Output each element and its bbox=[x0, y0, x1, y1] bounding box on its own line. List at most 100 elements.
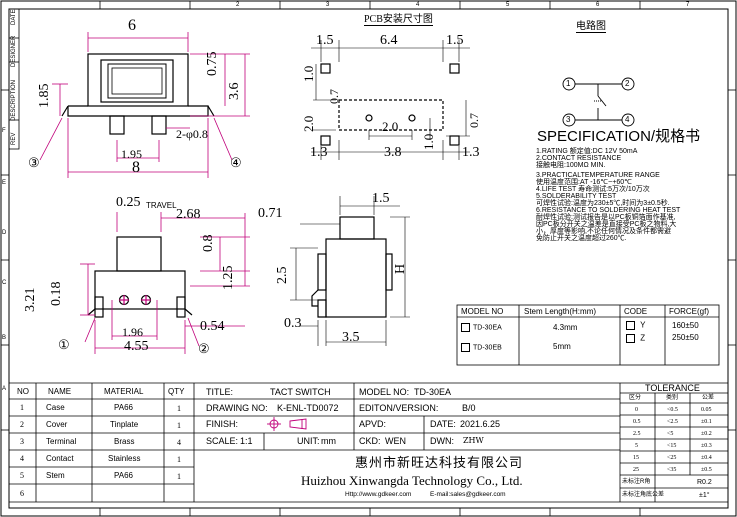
bom-row-qty: 4 bbox=[177, 438, 181, 447]
tolerance-cell: 25 bbox=[633, 467, 639, 473]
date-label: DATE: bbox=[430, 419, 456, 429]
pcb-title: PCB安装尺寸图 bbox=[364, 14, 433, 26]
tolerance-header: 区分 bbox=[629, 395, 642, 401]
pcb-dim-0-7-left: 0.7 bbox=[327, 89, 341, 104]
tolerance-cell: 0 bbox=[635, 407, 638, 413]
border-number-3: 3 bbox=[326, 2, 330, 8]
model-header-model: MODEL NO bbox=[461, 307, 504, 316]
dim-pin-pitch: 1.95 bbox=[121, 147, 142, 161]
model-header-force: FORCE(gf) bbox=[669, 307, 709, 316]
dim-2-5: 2.5 bbox=[275, 266, 290, 285]
bom-row-qty: 1 bbox=[177, 455, 181, 464]
company-en: Huizhou Xinwangda Technology Co., Ltd. bbox=[301, 473, 523, 488]
title-value: TACT SWITCH bbox=[270, 387, 331, 397]
bom-header-qty: QTY bbox=[168, 387, 185, 396]
checkbox-icon bbox=[626, 321, 635, 330]
spec-line: 使用温度范围:AT -16℃~+60℃ bbox=[536, 179, 632, 186]
apvd-label: APVD: bbox=[359, 419, 387, 429]
drawing-value: K-ENL-TD0072 bbox=[277, 403, 339, 413]
revision-strip: DATE DESIGNER DESCRIPTION REV bbox=[9, 9, 19, 149]
dim-4-55: 4.55 bbox=[124, 339, 149, 354]
rev-label: REV bbox=[11, 132, 17, 145]
tolerance-cell: ±0.4 bbox=[701, 455, 712, 461]
dim-hole: 2-φ0.8 bbox=[176, 127, 208, 141]
tolerance-r-label: 未标注R角 bbox=[622, 479, 651, 485]
tolerance-cell: <25 bbox=[667, 455, 677, 461]
border-number-5: 5 bbox=[506, 2, 510, 8]
spec-line: 2.CONTACT RESISTANCE bbox=[536, 155, 622, 162]
callout-1: ① bbox=[58, 337, 70, 352]
bom-row-name: Contact bbox=[46, 454, 74, 463]
checkbox-icon bbox=[626, 334, 635, 343]
dim-1-5: 1.5 bbox=[372, 191, 390, 206]
spec-line: 因PC板分开关之温差是直接受PC板之物料,大 bbox=[536, 221, 677, 228]
bom-row-name: Case bbox=[46, 403, 65, 412]
circuit-title: 电路图 bbox=[576, 21, 606, 33]
pcb-dim-1-5-left: 1.5 bbox=[316, 33, 334, 48]
tolerance-cell: <35 bbox=[667, 467, 677, 473]
dim-h: H bbox=[393, 263, 408, 274]
model-row-2-model: TD-30EB bbox=[461, 343, 502, 352]
bom-row-qty: 1 bbox=[177, 421, 181, 430]
bom-row-no: 6 bbox=[20, 489, 24, 498]
pcb-dim-1-0-mid: 1.0 bbox=[421, 133, 436, 150]
pcb-dim-6-4: 6.4 bbox=[380, 33, 398, 48]
pcb-dim-2-0-left: 2.0 bbox=[301, 115, 316, 132]
tolerance-cell: ±0.5 bbox=[701, 467, 712, 473]
pcb-dim-0-7-right: 0.7 bbox=[467, 113, 481, 128]
company-cn: 惠州市新旺达科技有限公司 bbox=[355, 455, 524, 470]
rev-designer-label: DESIGNER bbox=[11, 35, 17, 67]
dim-right-1: 0.75 bbox=[205, 51, 220, 77]
bom-row-no: 4 bbox=[20, 454, 24, 463]
company-email: E-mail:sales@gdkeer.com bbox=[430, 491, 506, 498]
drawing-label: DRAWING NO: bbox=[206, 403, 268, 413]
scale-label: SCALE: bbox=[206, 436, 239, 446]
spec-line: 接触电阻:100MΩ MIN. bbox=[536, 162, 606, 169]
bom-row-material: PA66 bbox=[114, 403, 133, 412]
pcb-dim-1-5-right: 1.5 bbox=[446, 33, 464, 48]
bom-row-name: Cover bbox=[46, 420, 68, 429]
dim-1-25: 1.25 bbox=[221, 265, 236, 291]
spec-line: 6.RESISTANCE TO SOLDERING HEAT TEST bbox=[536, 207, 681, 214]
dim-3-21: 3.21 bbox=[23, 287, 38, 313]
travel-label: TRAVEL bbox=[146, 201, 177, 210]
bom-row-name: Stem bbox=[46, 471, 65, 480]
circuit-node-3: 3 bbox=[566, 115, 571, 124]
tolerance-cell: <15 bbox=[667, 443, 677, 449]
scale-value: 1:1 bbox=[240, 436, 253, 446]
dim-left: 1.85 bbox=[37, 83, 52, 109]
bom-header-name: NAME bbox=[48, 387, 72, 396]
model-row-1-code: Y bbox=[626, 321, 645, 330]
circuit-node-2: 2 bbox=[625, 79, 630, 88]
model-header-stem: Stem Length(H:mm) bbox=[524, 307, 597, 316]
spec-line: 4.LIFE TEST 寿命测试:5万次/10万次 bbox=[536, 186, 650, 193]
spec-line: 可焊性试验:温度为230±5℃,时间为3±0.5秒. bbox=[536, 200, 670, 207]
bom-row-material: Brass bbox=[114, 437, 135, 446]
border-letter-c: C bbox=[2, 280, 7, 286]
tolerance-cell: ±0.2 bbox=[701, 431, 712, 437]
bom-header-material: MATERIAL bbox=[104, 387, 144, 396]
ckd-value: WEN bbox=[385, 436, 406, 446]
unit-value: mm bbox=[321, 436, 336, 446]
spec-line: 3.PRACTICALTEMPERATURE RANGE bbox=[536, 172, 660, 179]
dim-0-54: 0.54 bbox=[200, 319, 225, 334]
title-label: TITLE: bbox=[206, 387, 234, 397]
border-number-7: 7 bbox=[686, 2, 690, 8]
tolerance-cell: ±0.1 bbox=[701, 419, 712, 425]
dim-0-8: 0.8 bbox=[201, 234, 216, 253]
border-letter-e: E bbox=[2, 180, 7, 186]
dwn-label: DWN: bbox=[430, 436, 454, 446]
tolerance-cell: ±0.3 bbox=[701, 443, 712, 449]
model-row-2-stem: 5mm bbox=[553, 342, 571, 351]
circuit-node-4: 4 bbox=[625, 115, 630, 124]
checkbox-icon bbox=[461, 343, 470, 352]
dim-0-71: 0.71 bbox=[258, 206, 283, 221]
callout-2: ② bbox=[198, 341, 210, 356]
border-letter-d: D bbox=[2, 230, 7, 236]
border-letter-a: A bbox=[2, 386, 7, 392]
model-row-1-model: TD-30EA bbox=[461, 323, 502, 332]
rev-date-label: DATE bbox=[11, 9, 17, 25]
dwn-value: ZHW bbox=[463, 436, 484, 445]
bom-row-qty: 1 bbox=[177, 472, 181, 481]
spec-line: 1.RATING 额定值:DC 12V 50mA bbox=[536, 148, 638, 155]
